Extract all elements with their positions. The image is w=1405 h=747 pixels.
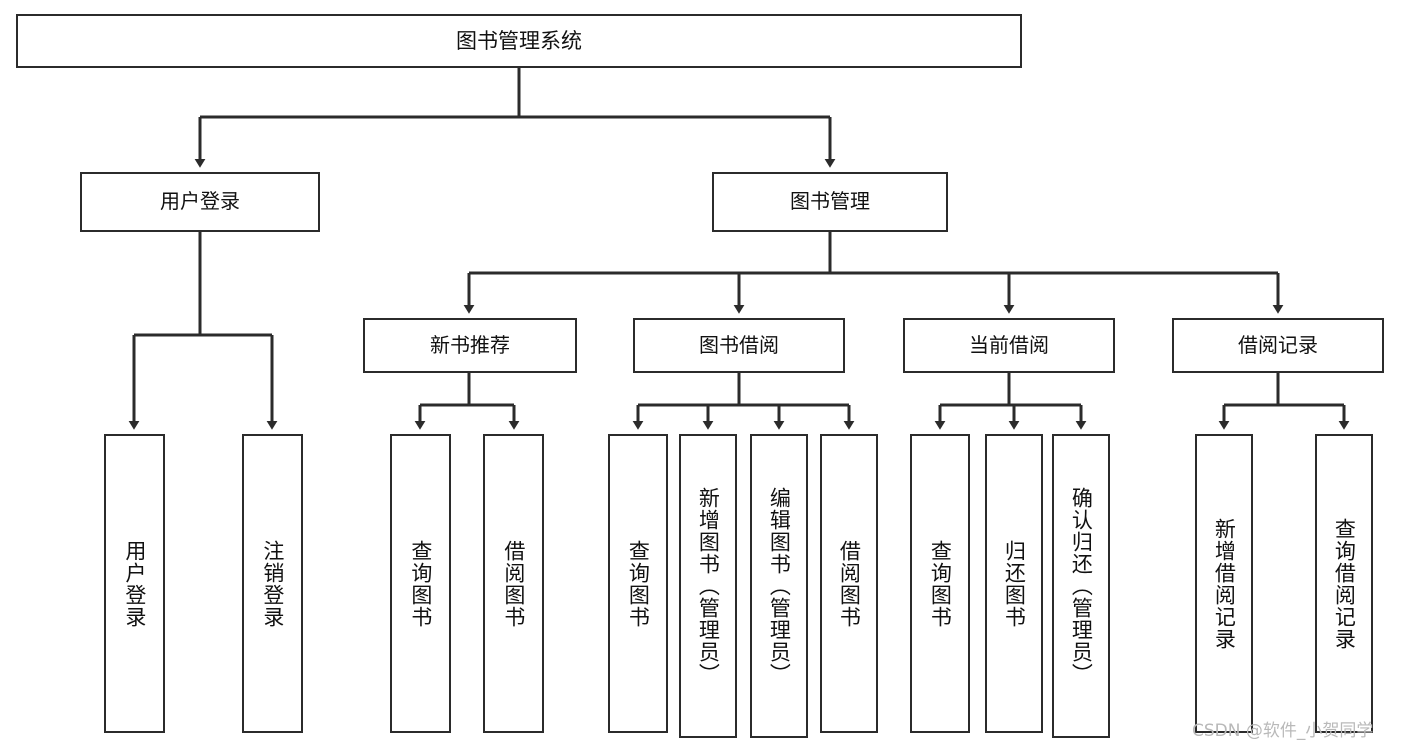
leaf-confirm-return-admin[interactable]: 确认归还（管理员） [1052, 434, 1110, 738]
node-current-borrow[interactable]: 当前借阅 [903, 318, 1115, 373]
leaf-query-borrow-record[interactable]: 查询借阅记录 [1315, 434, 1373, 733]
leaf-query-book-recommend-label: 查询图书 [408, 539, 433, 628]
node-book-management-label: 图书管理 [790, 189, 870, 214]
leaf-query-book-current[interactable]: 查询图书 [910, 434, 970, 733]
leaf-return-book[interactable]: 归还图书 [985, 434, 1043, 733]
csdn-watermark: CSDN @软件_小贺同学 [1192, 721, 1374, 741]
leaf-borrow-book-label: 借阅图书 [837, 539, 862, 628]
node-borrow-records-label: 借阅记录 [1238, 332, 1318, 357]
leaf-logout[interactable]: 注销登录 [242, 434, 303, 733]
leaf-add-borrow-record-label: 新增借阅记录 [1212, 517, 1237, 650]
node-current-borrow-label: 当前借阅 [969, 332, 1049, 357]
leaf-query-book-borrow-label: 查询图书 [626, 539, 651, 628]
node-user-login-label: 用户登录 [160, 189, 240, 214]
leaf-logout-label: 注销登录 [260, 539, 285, 628]
node-book-borrow[interactable]: 图书借阅 [633, 318, 845, 373]
leaf-query-book-current-label: 查询图书 [928, 539, 953, 628]
leaf-edit-book-admin[interactable]: 编辑图书（管理员） [750, 434, 808, 738]
leaf-add-book-admin-label: 新增图书（管理员） [696, 487, 721, 685]
node-book-borrow-label: 图书借阅 [699, 332, 779, 357]
leaf-add-borrow-record[interactable]: 新增借阅记录 [1195, 434, 1253, 733]
leaf-return-book-label: 归还图书 [1002, 539, 1027, 628]
node-book-management[interactable]: 图书管理 [712, 172, 948, 232]
node-borrow-records[interactable]: 借阅记录 [1172, 318, 1384, 373]
leaf-borrow-book[interactable]: 借阅图书 [820, 434, 878, 733]
leaf-query-book-borrow[interactable]: 查询图书 [608, 434, 668, 733]
leaf-user-login-label: 用户登录 [122, 539, 147, 628]
leaf-add-book-admin[interactable]: 新增图书（管理员） [679, 434, 737, 738]
leaf-user-login[interactable]: 用户登录 [104, 434, 165, 733]
leaf-query-book-recommend[interactable]: 查询图书 [390, 434, 451, 733]
node-new-book-recommend[interactable]: 新书推荐 [363, 318, 577, 373]
leaf-confirm-return-admin-label: 确认归还（管理员） [1069, 487, 1094, 685]
leaf-edit-book-admin-label: 编辑图书（管理员） [767, 487, 792, 685]
node-root-label: 图书管理系统 [456, 28, 582, 53]
node-user-login[interactable]: 用户登录 [80, 172, 320, 232]
leaf-borrow-book-recommend[interactable]: 借阅图书 [483, 434, 544, 733]
leaf-borrow-book-recommend-label: 借阅图书 [501, 539, 526, 628]
node-new-book-recommend-label: 新书推荐 [430, 332, 510, 357]
leaf-query-borrow-record-label: 查询借阅记录 [1332, 517, 1357, 650]
node-root[interactable]: 图书管理系统 [16, 14, 1022, 68]
